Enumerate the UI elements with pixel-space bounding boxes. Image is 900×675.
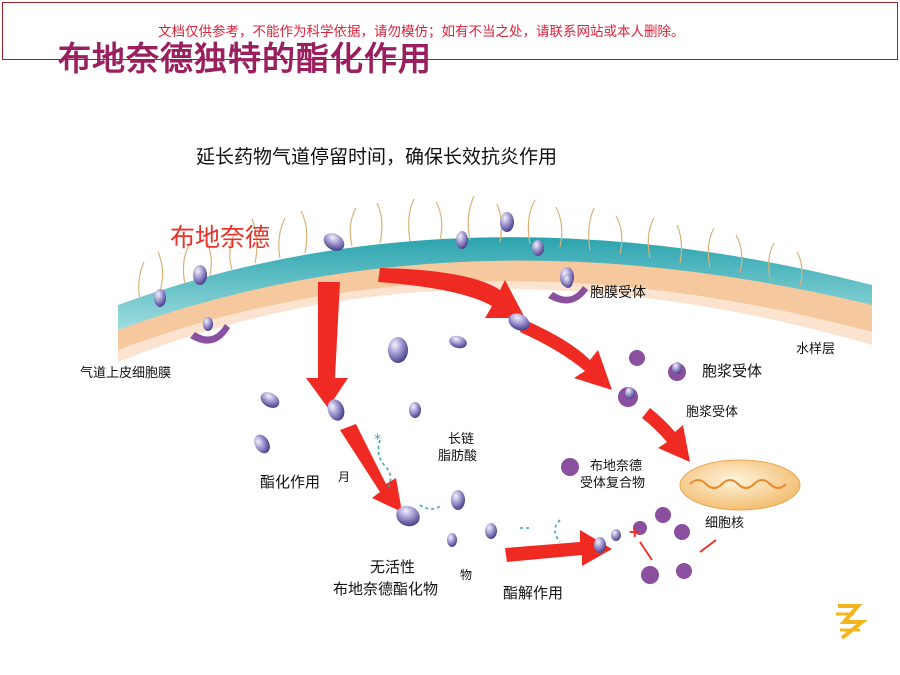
label-esterification: 酯化作用 [260, 473, 321, 491]
slide-title: 布地奈德独特的酯化作用 [58, 39, 432, 78]
arrow-membrane-to-receptor [378, 268, 525, 318]
company-logo [836, 604, 868, 640]
label-aqueous-layer: 水样层 [796, 342, 836, 357]
dna-strand [689, 479, 787, 489]
label-fragment-1: 月 [338, 470, 351, 484]
label-complex-1: 布地奈德 [590, 459, 643, 474]
label-cytoplasmic-receptor-1: 胞浆受体 [702, 362, 763, 380]
label-long-chain-2: 脂肪酸 [438, 449, 478, 464]
receptor-inner-molecules [203, 274, 682, 399]
arrow-down-left [306, 282, 348, 408]
arrow-hydrolysis [505, 530, 612, 566]
label-nucleus: 细胞核 [705, 516, 745, 531]
label-cytoplasmic-receptor-2: 胞浆受体 [686, 405, 739, 420]
thin-arrows [639, 539, 717, 561]
label-inactive-2: 布地奈德酯化物 [333, 580, 439, 598]
fatty-acid-chains [377, 439, 561, 543]
disclaimer-text: 文档仅供参考，不能作为科学依据，请勿模仿；如有不当之处，请联系网站或本人删除。 [158, 24, 685, 40]
label-inactive-1: 无活性 [370, 558, 416, 576]
diagram-subtitle: 延长药物气道停留时间，确保长效抗炎作用 [196, 146, 558, 168]
arrow-esterification [340, 424, 402, 512]
label-fragment-2: 物 [460, 568, 473, 582]
label-epithelial-membrane: 气道上皮细胞膜 [80, 366, 172, 381]
label-membrane-receptor: 胞膜受体 [590, 285, 646, 301]
label-long-chain-1: 长链 [448, 432, 475, 447]
arrow-receptor-curve [520, 320, 612, 390]
molecules [154, 212, 621, 553]
arrow-to-nucleus [642, 408, 690, 462]
label-drug: 布地奈德 [170, 223, 271, 252]
membrane-teal-band [118, 237, 872, 330]
arrows [306, 268, 690, 566]
cilia [138, 195, 803, 301]
label-complex-2: 受体复合物 [580, 476, 646, 491]
disclaimer-banner [2, 2, 898, 60]
label-hydrolysis: 酯解作用 [503, 584, 564, 602]
plus-mark: + [628, 522, 641, 541]
star-mark: * [374, 432, 381, 448]
